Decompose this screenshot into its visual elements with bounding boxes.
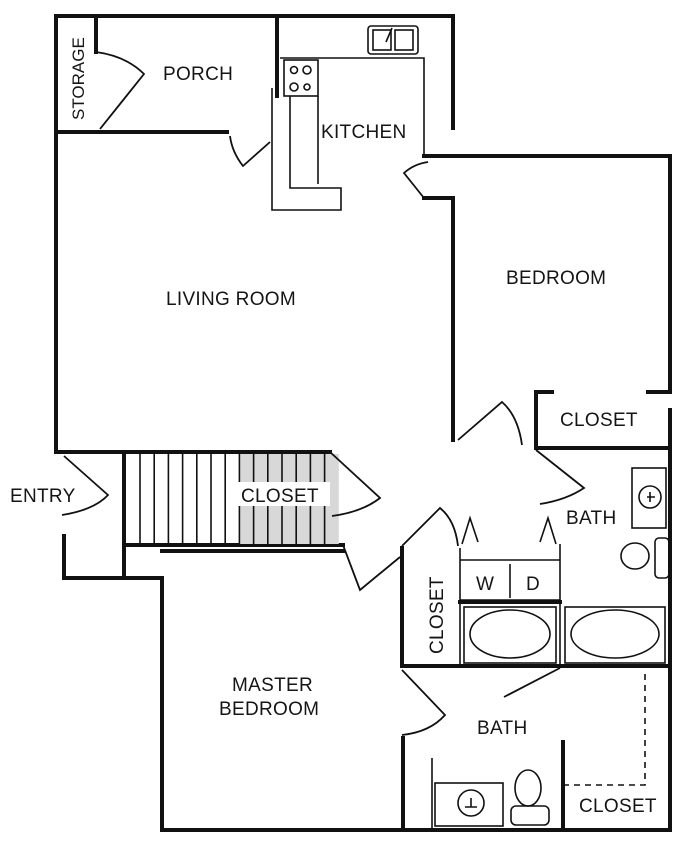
bath-toilet <box>620 542 650 570</box>
label-master-closet: CLOSET <box>579 796 657 817</box>
stove <box>283 59 319 97</box>
label-master-bedroom-2: BEDROOM <box>219 699 319 720</box>
bath-door <box>535 449 586 505</box>
label-bedroom: BEDROOM <box>506 268 606 289</box>
label-master-bedroom-1: MASTER <box>232 675 313 696</box>
laundry-area <box>400 506 672 668</box>
master-bedroom-door <box>342 544 401 592</box>
bath-tub <box>570 609 660 659</box>
label-washer: W <box>476 574 494 595</box>
kitchen-sink <box>367 25 419 55</box>
entry-door <box>61 455 110 516</box>
outer-walls <box>54 14 672 832</box>
label-entry: ENTRY <box>10 486 76 507</box>
bedroom-door <box>457 400 523 446</box>
label-kitchen: KITCHEN <box>321 122 407 143</box>
label-porch: PORCH <box>163 64 233 85</box>
master-bath <box>401 667 646 832</box>
label-bedroom-closet: CLOSET <box>560 410 638 431</box>
bath-vanity <box>631 467 667 529</box>
label-laundry-closet: CLOSET <box>427 576 448 654</box>
hall-closet-door <box>329 451 382 517</box>
label-dryer: D <box>526 574 540 595</box>
storage-door <box>95 51 146 130</box>
bath-fixtures <box>620 467 670 579</box>
closet-shelf-shading <box>324 454 339 544</box>
label-bath: BATH <box>566 508 616 529</box>
kitchen-fixtures <box>271 25 455 442</box>
bedroom-closet-walls <box>534 390 672 450</box>
label-living-room: LIVING ROOM <box>166 289 296 310</box>
master-toilet <box>514 769 542 807</box>
label-hall-closet: CLOSET <box>241 486 319 507</box>
master-tub <box>469 609 551 659</box>
closet-label-bg <box>238 482 330 506</box>
entry-walls <box>54 450 345 580</box>
storage-porch-walls <box>54 16 279 134</box>
porch-door <box>229 135 271 168</box>
bath-sink <box>638 485 662 509</box>
label-master-bath: BATH <box>477 718 527 739</box>
label-storage: STORAGE <box>69 37 88 120</box>
kitchen-bedroom-door <box>402 161 429 199</box>
master-vanity <box>434 782 504 827</box>
